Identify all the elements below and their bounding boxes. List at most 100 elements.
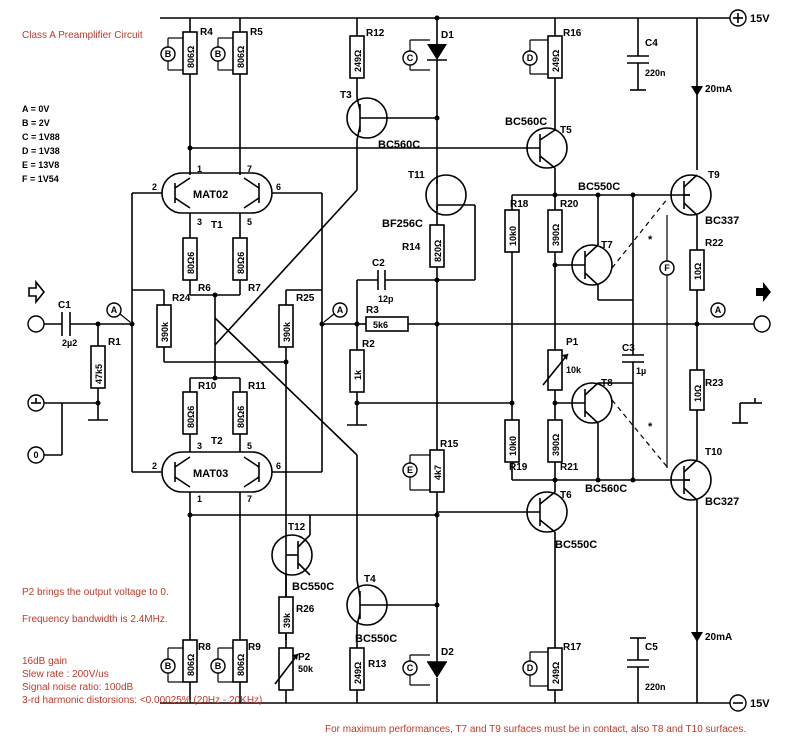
svg-text:R16: R16	[563, 28, 582, 39]
svg-text:T3: T3	[340, 90, 352, 101]
current-arrow-top-icon	[691, 86, 703, 96]
C2-capacitor: C2 12p	[372, 258, 394, 304]
svg-text:R15: R15	[440, 439, 459, 450]
svg-text:806Ω: 806Ω	[236, 46, 246, 68]
svg-text:R6: R6	[198, 283, 211, 294]
P2-potentiometer[interactable]: P2 50k	[274, 647, 314, 691]
svg-text:BC550C: BC550C	[578, 181, 620, 193]
D1-led: D1	[427, 30, 454, 61]
svg-text:B = 2V: B = 2V	[22, 118, 50, 128]
svg-text:T10: T10	[705, 447, 723, 458]
ground-terminal[interactable]	[27, 394, 45, 412]
svg-text:B: B	[165, 49, 172, 59]
output-jack[interactable]	[753, 315, 771, 333]
svg-text:7: 7	[247, 494, 252, 504]
svg-text:5: 5	[247, 217, 252, 227]
svg-text:47k5: 47k5	[94, 364, 104, 384]
svg-text:P2: P2	[298, 652, 311, 663]
svg-text:T12: T12	[288, 522, 306, 533]
svg-text:T9: T9	[708, 170, 720, 181]
svg-text:15V: 15V	[750, 698, 770, 710]
svg-text:6: 6	[276, 182, 281, 192]
svg-text:R4: R4	[200, 27, 213, 38]
T1-MAT02: MAT02 T1	[161, 172, 273, 231]
svg-text:10Ω: 10Ω	[693, 263, 703, 280]
marker-D-top: D	[522, 39, 548, 75]
svg-text:7: 7	[247, 164, 252, 174]
T7-transistor: T7 BC550C	[555, 181, 620, 286]
input-arrow-icon	[28, 279, 46, 305]
svg-text:80Ω6: 80Ω6	[236, 406, 246, 428]
svg-text:D: D	[527, 663, 534, 673]
svg-text:C5: C5	[645, 642, 658, 653]
svg-text:T11: T11	[408, 170, 425, 181]
svg-text:BC550C: BC550C	[355, 633, 397, 645]
svg-text:BC337: BC337	[705, 215, 739, 227]
svg-text:A = 0V: A = 0V	[22, 104, 49, 114]
svg-text:249Ω: 249Ω	[353, 662, 363, 684]
svg-text:T2: T2	[211, 436, 223, 447]
T10-transistor: T10 BC327	[670, 447, 739, 508]
svg-text:R11: R11	[248, 381, 266, 392]
svg-text:A: A	[111, 305, 118, 315]
svg-text:B: B	[215, 49, 222, 59]
svg-text:1: 1	[197, 164, 202, 174]
svg-text:220n: 220n	[645, 682, 666, 692]
marker-C-top: C	[402, 39, 430, 71]
svg-text:T4: T4	[364, 574, 376, 585]
marker-B-top-right: B	[210, 37, 233, 71]
T5-transistor: BC560C T5	[190, 116, 572, 169]
svg-text:T1: T1	[211, 220, 223, 231]
svg-text:R14: R14	[402, 242, 421, 253]
svg-text:3: 3	[197, 217, 202, 227]
marker-E: E	[402, 454, 430, 491]
svg-text:BC550C: BC550C	[292, 581, 334, 593]
svg-text:MAT03: MAT03	[193, 468, 228, 480]
P1-potentiometer[interactable]: P1 10k	[542, 337, 582, 391]
svg-text:220n: 220n	[645, 68, 666, 78]
svg-text:R24: R24	[172, 293, 191, 304]
marker-B-top-left: B	[160, 37, 183, 71]
svg-text:B: B	[165, 661, 172, 671]
svg-text:3: 3	[197, 441, 202, 451]
svg-text:R10: R10	[198, 381, 217, 392]
T12-transistor: T12 BC550C	[271, 522, 334, 593]
C5-capacitor: C5 220n	[627, 642, 666, 692]
svg-text:390Ω: 390Ω	[551, 224, 561, 246]
svg-text:R21: R21	[560, 462, 579, 473]
svg-text:D2: D2	[441, 647, 454, 658]
T8-transistor: T8 BC560C	[555, 378, 627, 495]
svg-text:1k: 1k	[353, 369, 363, 380]
positive-terminal: 15V	[729, 9, 770, 27]
svg-text:T7: T7	[601, 240, 613, 251]
svg-text:10k0: 10k0	[508, 436, 518, 456]
svg-text:390k: 390k	[160, 321, 170, 342]
svg-text:R18: R18	[510, 199, 529, 210]
marker-F: F	[659, 215, 675, 468]
svg-text:BF256C: BF256C	[382, 218, 423, 230]
svg-text:80Ω6: 80Ω6	[186, 406, 196, 428]
svg-text:2: 2	[152, 182, 157, 192]
D2-led: D2	[427, 647, 454, 678]
zero-terminal[interactable]: 0	[27, 446, 45, 464]
svg-text:249Ω: 249Ω	[551, 50, 561, 72]
current-top-label: 20mA	[705, 84, 732, 95]
svg-text:0: 0	[33, 450, 38, 460]
svg-text:C: C	[407, 663, 414, 673]
T2-MAT03: MAT03 T2	[161, 436, 273, 493]
svg-text:806Ω: 806Ω	[186, 46, 196, 68]
svg-text:R9: R9	[248, 642, 261, 653]
svg-text:C4: C4	[645, 38, 658, 49]
svg-text:2µ2: 2µ2	[62, 338, 77, 348]
svg-text:R23: R23	[705, 378, 724, 389]
svg-text:B: B	[215, 661, 222, 671]
current-bottom-label: 20mA	[705, 632, 732, 643]
negative-terminal: 15V	[729, 694, 770, 712]
svg-text:E = 13V8: E = 13V8	[22, 160, 59, 170]
svg-text:C1: C1	[58, 300, 71, 311]
note-thd: 3-rd harmonic distorsions: <0.00025% (20…	[22, 695, 262, 706]
svg-text:820Ω: 820Ω	[433, 240, 443, 262]
svg-text:390k: 390k	[282, 321, 292, 342]
input-jack[interactable]	[27, 315, 45, 333]
